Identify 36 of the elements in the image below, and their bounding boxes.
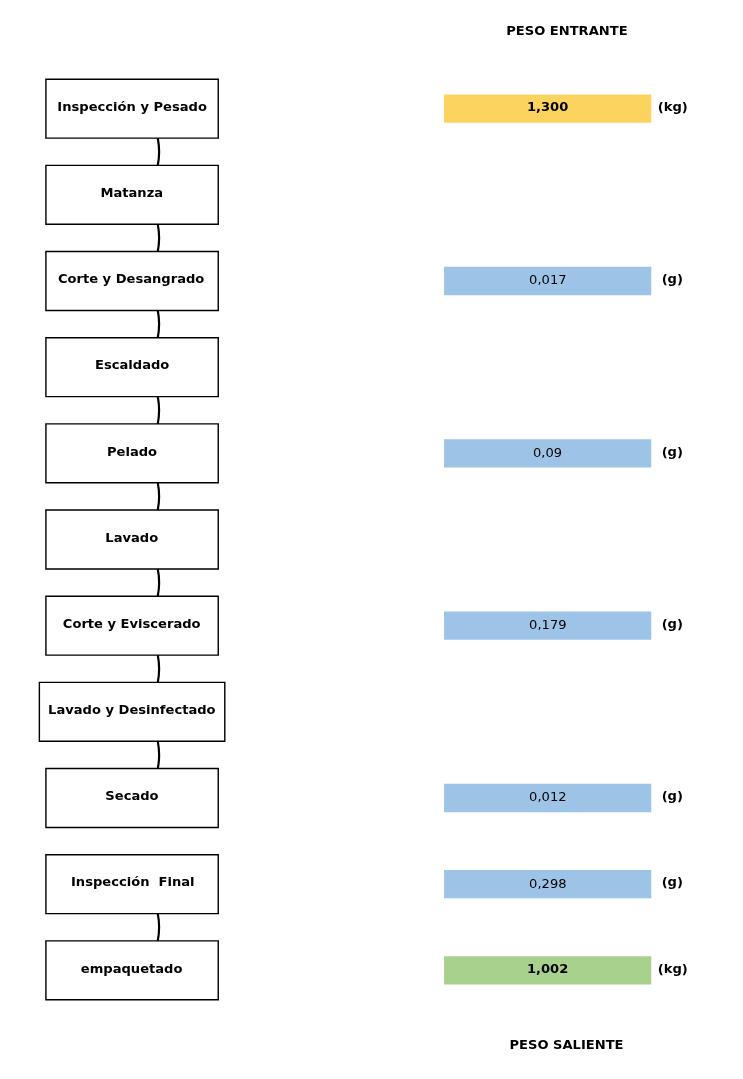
- node-box: empaquetado: [45, 940, 219, 1001]
- node-box: Corte y Desangrado: [45, 250, 219, 312]
- node-box: Secado: [45, 767, 219, 829]
- node-box: 0,298: [444, 870, 652, 899]
- connector: [156, 138, 161, 166]
- node-box: Escaldado: [45, 337, 219, 398]
- connector: [156, 224, 161, 252]
- node-label: (g): [661, 443, 683, 459]
- connector: [156, 741, 161, 769]
- connector: [156, 913, 161, 942]
- connector: [156, 310, 161, 338]
- node-box: Matanza: [45, 164, 219, 225]
- node-label: (g): [661, 788, 683, 804]
- node-label: (g): [661, 874, 683, 890]
- node-box: 0,179: [444, 611, 652, 640]
- connector: [156, 396, 161, 425]
- node-box: 0,017: [444, 266, 652, 296]
- connector: [156, 482, 161, 511]
- connector: [156, 568, 161, 597]
- node-label: (kg): [657, 98, 688, 114]
- node-box: Inspección y Pesado: [45, 78, 219, 139]
- node-label: (g): [661, 615, 683, 631]
- label: PESO SALIENTE: [509, 1036, 624, 1052]
- node-label: (kg): [657, 960, 688, 976]
- label: PESO ENTRANTE: [506, 22, 628, 38]
- node-box: 0,012: [444, 783, 652, 813]
- node-label: (g): [661, 271, 683, 287]
- node-box: 0,09: [444, 439, 652, 468]
- connector: [156, 655, 161, 683]
- node-box: 1,300: [444, 94, 652, 123]
- node-box: Lavado: [45, 509, 219, 570]
- node-box: Corte y Eviscerado: [45, 595, 219, 656]
- node-box: Pelado: [45, 423, 219, 484]
- node-box: Inspección Final: [45, 854, 219, 915]
- node-box: Lavado y Desinfectado: [38, 681, 226, 742]
- node-box: 1,002: [444, 956, 652, 985]
